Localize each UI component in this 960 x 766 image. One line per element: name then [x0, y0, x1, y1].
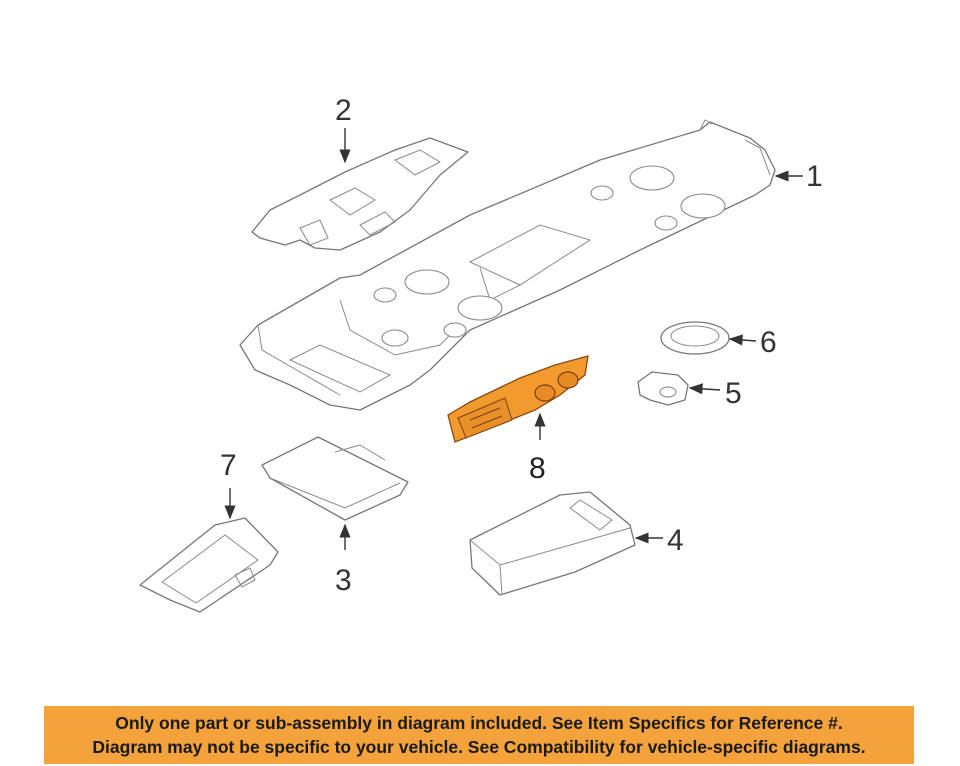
- callout-5: 5: [725, 377, 742, 410]
- parts-diagram: 1 2 3 4 5 6 7 8: [139, 94, 823, 613]
- callout-7: 7: [220, 449, 237, 482]
- part-5-clip: [637, 371, 689, 406]
- part-2-bracket: [251, 137, 469, 251]
- part-3-lens: [261, 436, 409, 521]
- part-7-panel: [139, 517, 279, 613]
- part-8-switch-panel: [447, 355, 589, 443]
- callout-6: 6: [760, 326, 777, 359]
- disclaimer-line-1: Only one part or sub-assembly in diagram…: [115, 713, 843, 733]
- callout-1: 1: [806, 160, 823, 193]
- disclaimer-banner: Only one part or sub-assembly in diagram…: [44, 706, 914, 764]
- callout-4: 4: [667, 524, 684, 557]
- callout-3: 3: [335, 564, 352, 597]
- part-4-storage-bin: [469, 491, 636, 596]
- disclaimer-line-2: Diagram may not be specific to your vehi…: [92, 737, 866, 757]
- part-6-ring: [660, 321, 730, 355]
- part-1-overhead-console: [239, 119, 776, 411]
- callout-2: 2: [335, 94, 352, 127]
- callout-8: 8: [529, 452, 546, 485]
